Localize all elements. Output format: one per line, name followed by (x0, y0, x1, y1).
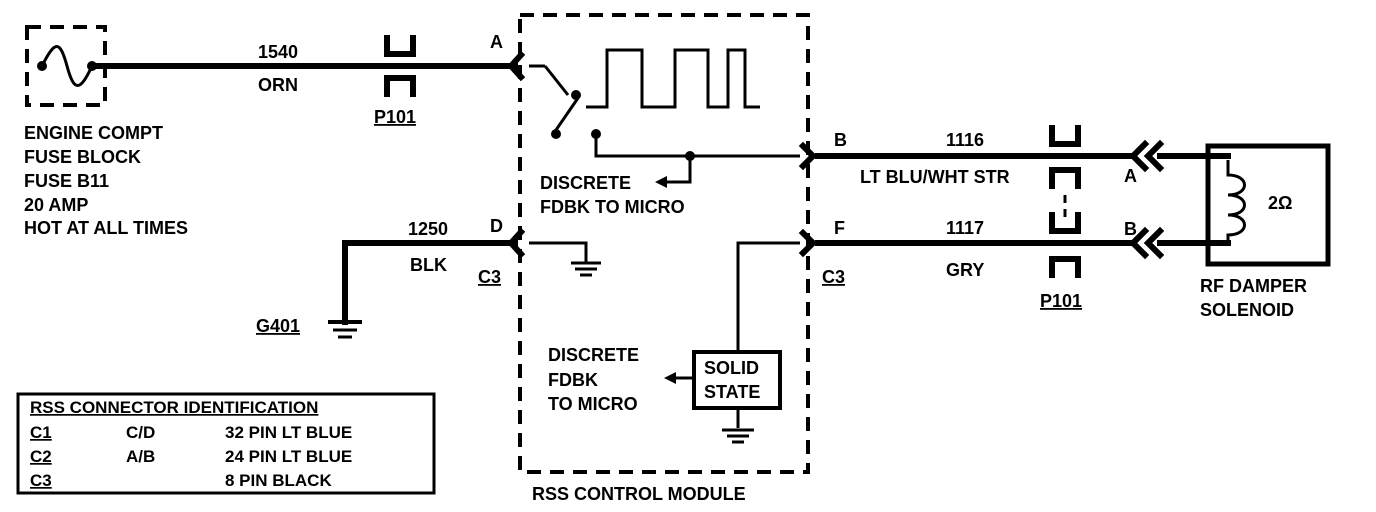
table-row-3-desc: 8 PIN BLACK (225, 471, 332, 490)
connector-table-title: RSS CONNECTOR IDENTIFICATION (30, 398, 318, 417)
table-row-1-cavity: C/D (126, 423, 155, 442)
p101r-top-male (1049, 167, 1081, 189)
fuse-block-line-1: ENGINE COMPT (24, 123, 163, 143)
p101-female-half (384, 35, 416, 57)
switch-output-wire (594, 134, 800, 158)
solenoid-pin-a-connector-icon-1 (1128, 139, 1150, 173)
internal-ground-wire-top (529, 241, 588, 262)
p101-top-label: P101 (374, 107, 416, 127)
p101r-top-female (1049, 125, 1081, 147)
internal-ground-icon-bottom (722, 428, 754, 444)
solid-state-output-wire (736, 241, 800, 352)
solid-state-line-1: SOLID (704, 358, 759, 378)
solenoid-name-line-1: RF DAMPER (1200, 276, 1307, 296)
feedback-top-line-2: FDBK TO MICRO (540, 197, 685, 217)
wire-1540-circuit: 1540 (258, 42, 298, 62)
fuse-element-icon (40, 45, 94, 87)
p101r-bottom-female (1049, 212, 1081, 234)
table-row-3-id: C3 (30, 471, 52, 490)
table-row-1-id: C1 (30, 423, 52, 442)
table-row-2-id: C2 (30, 447, 52, 466)
wire-1540-color: ORN (258, 75, 298, 95)
rss-control-module-outline (518, 13, 810, 474)
ground-icon (328, 320, 362, 339)
wire-1250-circuit: 1250 (408, 219, 448, 239)
table-row-1-desc: 32 PIN LT BLUE (225, 423, 352, 442)
solenoid-outline (1205, 143, 1331, 267)
wire-1116-circuit: 1116 (946, 130, 984, 150)
solid-state-line-2: STATE (704, 382, 760, 402)
p101-male-half (384, 75, 416, 97)
switch-blade (554, 97, 580, 131)
solenoid-resistance: 2Ω (1268, 193, 1292, 213)
table-row-2-desc: 24 PIN LT BLUE (225, 447, 352, 466)
g401-label: G401 (256, 316, 300, 336)
feedback-bottom-line-3: TO MICRO (548, 394, 638, 414)
pin-b-connector-icon (798, 141, 818, 171)
wire-1117-circuit: 1117 (946, 218, 984, 238)
switch-feed-lead (543, 65, 570, 96)
switch-contact-top (571, 90, 581, 100)
switch-contact-bottom (551, 129, 561, 139)
pin-d-connector-icon (506, 227, 526, 259)
connector-table-frame (16, 392, 436, 495)
solenoid-pin-b-connector-icon-2 (1143, 226, 1165, 260)
feedback-bottom-line-2: FDBK (548, 370, 598, 390)
square-wave-icon (586, 48, 760, 109)
table-row-2-cavity: A/B (126, 447, 155, 466)
module-name: RSS CONTROL MODULE (532, 484, 746, 504)
solenoid-pin-a-connector-icon-2 (1143, 139, 1165, 173)
internal-ground-icon-top (571, 261, 601, 277)
p101-connector-right (1049, 125, 1081, 278)
c3-left-label: C3 (478, 267, 501, 287)
feedback-top-arrow-icon (655, 176, 667, 188)
fuse-block-line-3: FUSE B11 (24, 171, 109, 191)
p101-connector-top (384, 35, 416, 97)
solid-state-box (692, 350, 782, 410)
c3-right-label: C3 (822, 267, 845, 287)
pin-a-connector-icon (506, 50, 526, 82)
p101r-bottom-male (1049, 256, 1081, 278)
solenoid-pin-b-connector-icon-1 (1128, 226, 1150, 260)
module-pin-a: A (490, 32, 503, 52)
feedback-bottom-arrow-icon (664, 372, 676, 384)
wire-1117-color: GRY (946, 260, 984, 280)
wire-1116-color: LT BLU/WHT STR (860, 167, 1010, 187)
fuse-block-line-4: 20 AMP (24, 195, 88, 215)
module-pin-d: D (490, 216, 503, 236)
feedback-bottom-line-1: DISCRETE (548, 345, 639, 365)
wire-1250 (342, 240, 518, 325)
feedback-top-wire (662, 156, 692, 184)
module-pin-b: B (834, 130, 847, 150)
fuse-block-line-2: FUSE BLOCK (24, 147, 141, 167)
pin-f-connector-icon (798, 228, 818, 258)
solenoid-name-line-2: SOLENOID (1200, 300, 1294, 320)
feedback-top-line-1: DISCRETE (540, 173, 631, 193)
solenoid-coil-icon (1226, 160, 1246, 243)
internal-switch (529, 64, 800, 188)
p101-bottom-label: P101 (1040, 291, 1082, 311)
wire-1250-color: BLK (410, 255, 447, 275)
module-pin-f: F (834, 218, 845, 238)
solenoid-pin-a: A (1124, 166, 1137, 186)
solenoid-pin-b: B (1124, 219, 1137, 239)
fuse-block-line-5: HOT AT ALL TIMES (24, 218, 188, 238)
